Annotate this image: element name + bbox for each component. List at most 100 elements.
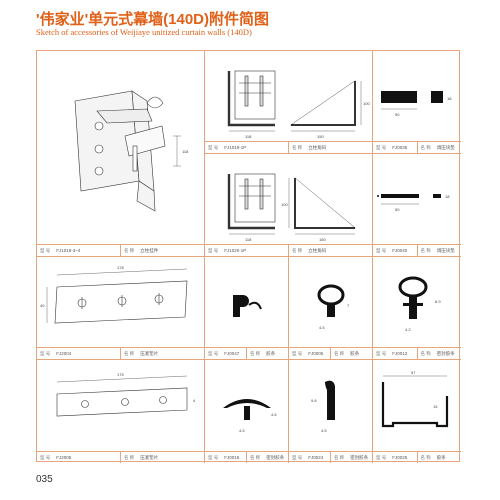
page-title: '伟家业'单元式幕墙(140D)附件简图 — [36, 11, 269, 28]
drawing-grid: 118 型 号 FJ1018-3~4 名 称 立柱挂件 — [36, 50, 461, 463]
cell-k-name-label: 名 称 — [250, 454, 261, 460]
cell-i-dim-1: 8.9 — [435, 299, 441, 304]
thin-pad-drawing: 50 18 — [377, 194, 450, 212]
cell-j-model-label: 型 号 — [40, 454, 51, 460]
cell-k-dim-1: 4.6 — [271, 412, 277, 417]
plate-2-drawing: 175 4 — [56, 372, 196, 417]
cell-h-dim-1: 7 — [347, 303, 350, 308]
angle-bracket-2-drawing: 118 150 100 — [227, 173, 356, 242]
gasket-k-drawing: 4.5 4.6 — [223, 399, 277, 433]
cell-i-caption: 型 号 FJ0012 名 称 密封胶条 — [373, 347, 461, 359]
cell-b-dim-2: 100 — [363, 101, 370, 106]
cell-i-model: FJ0012 — [392, 351, 408, 356]
cell-h-dim-0: 4.5 — [319, 325, 325, 330]
cell-i-name: 密封胶条 — [436, 350, 455, 356]
cell-h-model-label: 型 号 — [292, 350, 303, 356]
cell-e-model-label: 型 号 — [376, 247, 387, 253]
cell-a-caption: 型 号 FJ1018-3~4 名 称 立柱挂件 — [37, 244, 204, 256]
cell-l-model-label: 型 号 — [292, 454, 303, 460]
cell-k-name: 密封胶条 — [266, 454, 285, 460]
cell-i-name-label: 名 称 — [420, 350, 431, 356]
cell-m-dim-0: 57 — [411, 370, 416, 375]
gasket-g-drawing — [233, 295, 262, 317]
cell-j-caption: 型 号 FJ2005 名 称 压紧垫片 — [37, 451, 204, 463]
cell-g-model-label: 型 号 — [208, 350, 219, 356]
page-number: 035 — [36, 474, 53, 485]
cell-f-name: 压紧垫片 — [140, 350, 159, 356]
plate-drawing: 178 40 — [40, 265, 188, 324]
pad-drawing: 50 18 — [381, 91, 452, 117]
cell-a-model-label: 型 号 — [40, 247, 51, 253]
cell-e-dim-1: 18 — [445, 194, 450, 199]
cell-g-caption: 型 号 FJ0047 名 称 胶条 — [205, 347, 288, 359]
cell-g: 型 号 FJ0047 名 称 胶条 — [205, 257, 289, 360]
cell-g-name: 胶条 — [266, 350, 276, 356]
cell-a-model: FJ1018-3~4 — [56, 248, 81, 253]
cell-f-dim-1: 40 — [40, 303, 45, 308]
page-subtitle: Sketch of accessories of Weijiaye unitiz… — [36, 27, 252, 37]
cell-f: 178 40 型 号 FJ2004 名 称 压紧垫片 — [37, 257, 205, 360]
cell-d-model-label: 型 号 — [208, 247, 219, 253]
cell-i-model-label: 型 号 — [376, 350, 387, 356]
cell-b-name-label: 名 称 — [292, 144, 303, 150]
cell-e-dim-0: 50 — [395, 207, 400, 212]
cell-m-name-label: 名 称 — [420, 454, 431, 460]
gasket-h-drawing: 4.5 7 — [317, 284, 350, 330]
cell-l-dim-1: 9.8 — [311, 398, 317, 403]
cell-j-name: 压紧垫片 — [140, 454, 159, 460]
cell-b-model-label: 型 号 — [208, 144, 219, 150]
cell-j: 175 4 型 号 FJ2005 名 称 压紧垫片 — [37, 360, 205, 463]
cell-c: 50 18 型 号 FJ0035 名 称 调压块垫 — [373, 51, 461, 154]
cell-d-caption: 型 号 FJ1020-1P 名 称 立柱角码 — [205, 244, 372, 256]
cell-h: 4.5 7 型 号 FJ0005 名 称 胶条 — [289, 257, 373, 360]
cell-d-name-label: 名 称 — [292, 247, 303, 253]
cell-d-dim-0: 118 — [245, 237, 252, 242]
bracket-iso-drawing: 118 — [74, 90, 189, 212]
cell-i: 4.2 8.9 型 号 FJ0012 名 称 密封胶条 — [373, 257, 461, 360]
cell-f-model: FJ2004 — [56, 351, 72, 356]
cell-f-name-label: 名 称 — [124, 350, 135, 356]
cell-c-dim-1: 18 — [447, 96, 452, 101]
cell-a-name: 立柱挂件 — [140, 247, 159, 253]
cell-b-caption: 型 号 FJ1019-1P 名 称 立柱角码 — [205, 141, 372, 153]
cell-e-caption: 型 号 FJ0040 名 称 调压块垫 — [373, 244, 461, 256]
cell-b: 118 150 100 型 号 FJ1019-1P 名 称 立柱角码 — [205, 51, 373, 154]
cell-h-name-label: 名 称 — [334, 350, 345, 356]
cell-i-dim-0: 4.2 — [405, 327, 411, 332]
cell-h-model: FJ0005 — [308, 351, 324, 356]
cell-h-caption: 型 号 FJ0005 名 称 胶条 — [289, 347, 372, 359]
cell-e-name-label: 名 称 — [420, 247, 431, 253]
cell-c-name-label: 名 称 — [420, 144, 431, 150]
cell-c-model: FJ0035 — [392, 145, 408, 150]
cell-d-model: FJ1020-1P — [224, 248, 247, 253]
cell-g-name-label: 名 称 — [250, 350, 261, 356]
cell-d: 118 150 100 型 号 FJ1020-1P 名 称 立柱角码 — [205, 154, 373, 257]
cell-j-model: FJ2005 — [56, 455, 72, 460]
cell-k-model-label: 型 号 — [208, 454, 219, 460]
cell-j-dim-1: 4 — [193, 398, 196, 403]
cell-m-model: FJ0025 — [392, 455, 408, 460]
cell-d-dim-2: 100 — [281, 202, 288, 207]
cell-m-caption: 型 号 FJ0025 名 称 胶条 — [373, 451, 461, 463]
cell-m-name: 胶条 — [436, 454, 446, 460]
cell-j-name-label: 名 称 — [124, 454, 135, 460]
cell-m-model-label: 型 号 — [376, 454, 387, 460]
cell-l-name-label: 名 称 — [334, 454, 345, 460]
cell-f-caption: 型 号 FJ2004 名 称 压紧垫片 — [37, 347, 204, 359]
cell-c-dim-0: 50 — [395, 112, 400, 117]
cell-b-model: FJ1019-1P — [224, 145, 247, 150]
cell-a-name-label: 名 称 — [124, 247, 135, 253]
gasket-m-drawing: 57 15 — [381, 370, 449, 428]
cell-m: 57 15 型 号 FJ0025 名 称 胶条 — [373, 360, 461, 463]
cell-k-model: FJ0016 — [224, 455, 240, 460]
gasket-i-drawing: 4.2 8.9 — [398, 276, 441, 332]
cell-b-name: 立柱角码 — [308, 144, 327, 150]
cell-a-dim-0: 118 — [182, 149, 189, 154]
cell-d-name: 立柱角码 — [308, 247, 327, 253]
angle-bracket-drawing: 118 150 100 — [227, 70, 370, 139]
cell-b-dim-1: 150 — [317, 134, 324, 139]
cell-l-dim-0: 4.5 — [321, 428, 327, 433]
cell-k: 4.5 4.6 型 号 FJ0016 名 称 密封胶条 — [205, 360, 289, 463]
cell-k-dim-0: 4.5 — [239, 428, 245, 433]
